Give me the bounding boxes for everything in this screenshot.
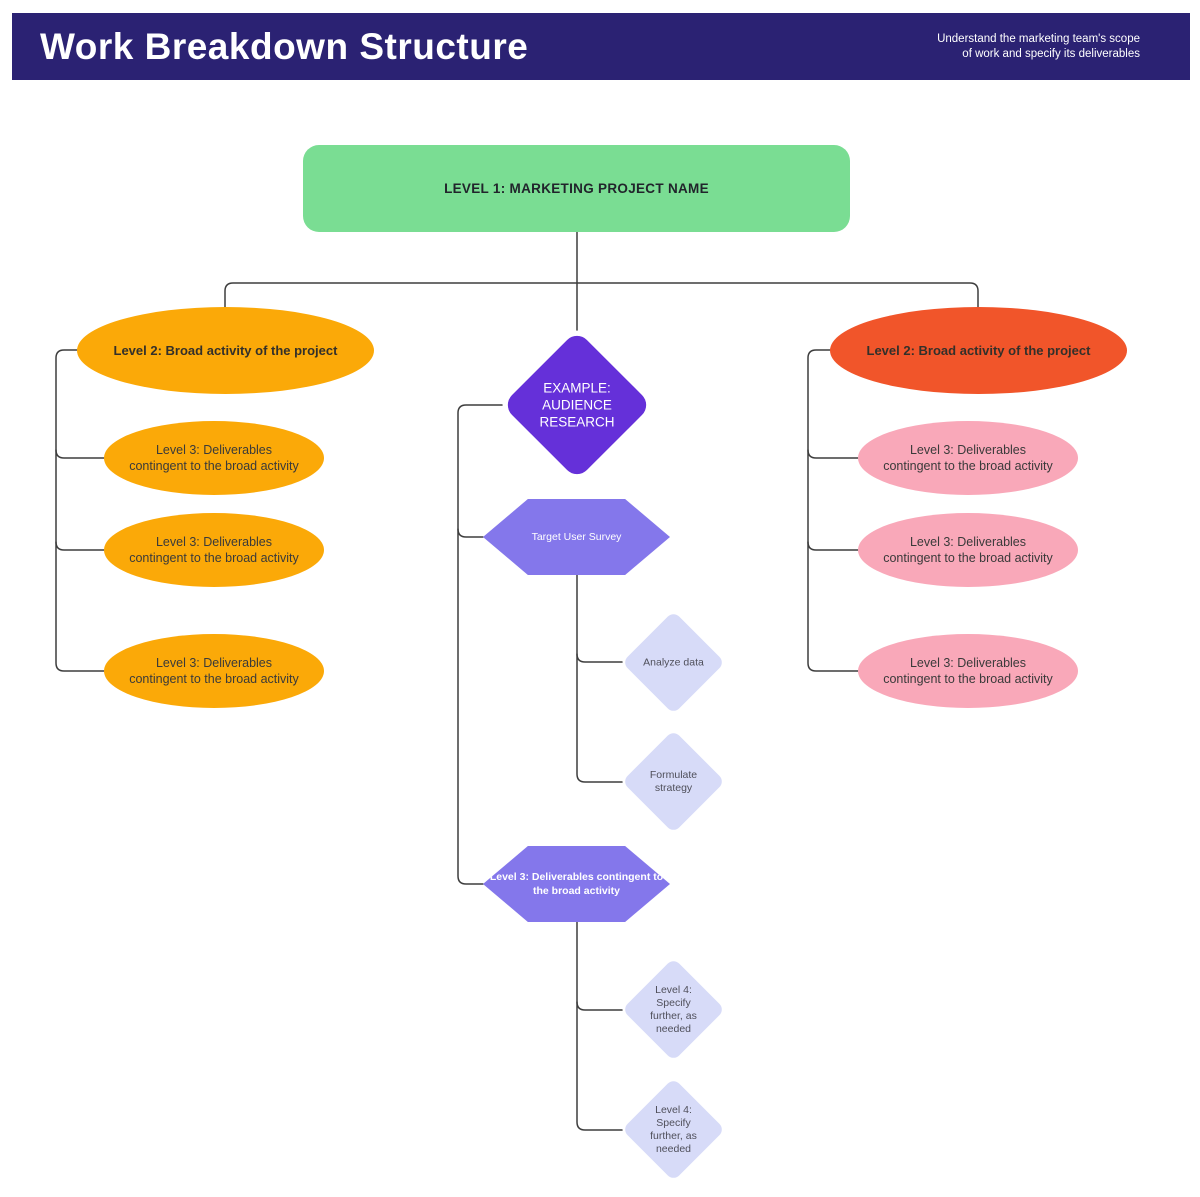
- node-level3-left-2-label: Level 3: Deliverables contingent to the …: [129, 535, 299, 565]
- connector-left-spine: [55, 349, 105, 672]
- node-level3-right-3[interactable]: Level 3: Deliverables contingent to the …: [858, 634, 1078, 708]
- node-level4-1[interactable]: Level 4: Specify further, as needed: [621, 957, 726, 1062]
- node-level3-right-1-label: Level 3: Deliverables contingent to the …: [883, 443, 1053, 473]
- node-level4-2-label: Level 4: Specify further, as needed: [650, 1103, 697, 1155]
- connector-right-branch-2: [807, 541, 859, 551]
- node-level3-right-1[interactable]: Level 3: Deliverables contingent to the …: [858, 421, 1078, 495]
- node-analyze-data[interactable]: Analyze data: [621, 610, 726, 715]
- node-formulate-strategy-label: Formulate strategy: [649, 768, 698, 794]
- connector-right-spine: [807, 349, 859, 672]
- connector-center-branch-hex1: [457, 528, 484, 538]
- node-level3-left-3[interactable]: Level 3: Deliverables contingent to the …: [104, 634, 324, 708]
- node-level4-1-label: Level 4: Specify further, as needed: [650, 983, 697, 1035]
- node-analyze-data-label: Analyze data: [643, 656, 704, 668]
- connector-center-spine: [457, 404, 503, 885]
- connector-survey-spine: [576, 574, 623, 783]
- connector-left-branch-1: [55, 449, 105, 459]
- node-level3-left-3-label: Level 3: Deliverables contingent to the …: [129, 656, 299, 686]
- node-level4-2[interactable]: Level 4: Specify further, as needed: [621, 1077, 726, 1182]
- node-level2-right[interactable]: Level 2: Broad activity of the project: [830, 307, 1127, 394]
- node-level2-left[interactable]: Level 2: Broad activity of the project: [77, 307, 374, 394]
- node-level1-label: LEVEL 1: MARKETING PROJECT NAME: [444, 181, 709, 196]
- connector-survey-branch-analyze: [576, 653, 623, 663]
- node-level3-hexagon[interactable]: Level 3: Deliverables contingent to the …: [483, 846, 670, 922]
- connector-left-branch-2: [55, 541, 105, 551]
- node-level3-hexagon-label: Level 3: Deliverables contingent to the …: [489, 871, 664, 897]
- node-level3-right-2-label: Level 3: Deliverables contingent to the …: [883, 535, 1053, 565]
- node-level1[interactable]: LEVEL 1: MARKETING PROJECT NAME: [303, 145, 850, 232]
- node-example-diamond[interactable]: EXAMPLE: AUDIENCE RESEARCH: [502, 330, 652, 480]
- header-bar: Work Breakdown Structure Understand the …: [12, 13, 1190, 80]
- page-title: Work Breakdown Structure: [40, 25, 529, 67]
- node-formulate-strategy[interactable]: Formulate strategy: [621, 729, 726, 834]
- node-level3-right-2[interactable]: Level 3: Deliverables contingent to the …: [858, 513, 1078, 587]
- node-level3-left-1-label: Level 3: Deliverables contingent to the …: [129, 443, 299, 473]
- node-level2-left-label: Level 2: Broad activity of the project: [113, 343, 338, 358]
- node-level3-left-1[interactable]: Level 3: Deliverables contingent to the …: [104, 421, 324, 495]
- node-example-label: EXAMPLE: AUDIENCE RESEARCH: [539, 380, 615, 430]
- connector-level3-spine: [576, 921, 623, 1131]
- node-target-user-survey-label: Target User Survey: [531, 531, 622, 543]
- connector-top-bracket: [224, 282, 979, 308]
- header-subtitle: Understand the marketing team's scope of…: [937, 32, 1140, 60]
- node-level3-left-2[interactable]: Level 3: Deliverables contingent to the …: [104, 513, 324, 587]
- node-level3-right-3-label: Level 3: Deliverables contingent to the …: [883, 656, 1053, 686]
- connector-right-branch-1: [807, 449, 859, 459]
- node-target-user-survey[interactable]: Target User Survey: [483, 499, 670, 575]
- node-level2-right-label: Level 2: Broad activity of the project: [866, 343, 1091, 358]
- connector-level3-branch-l4a: [576, 1001, 623, 1011]
